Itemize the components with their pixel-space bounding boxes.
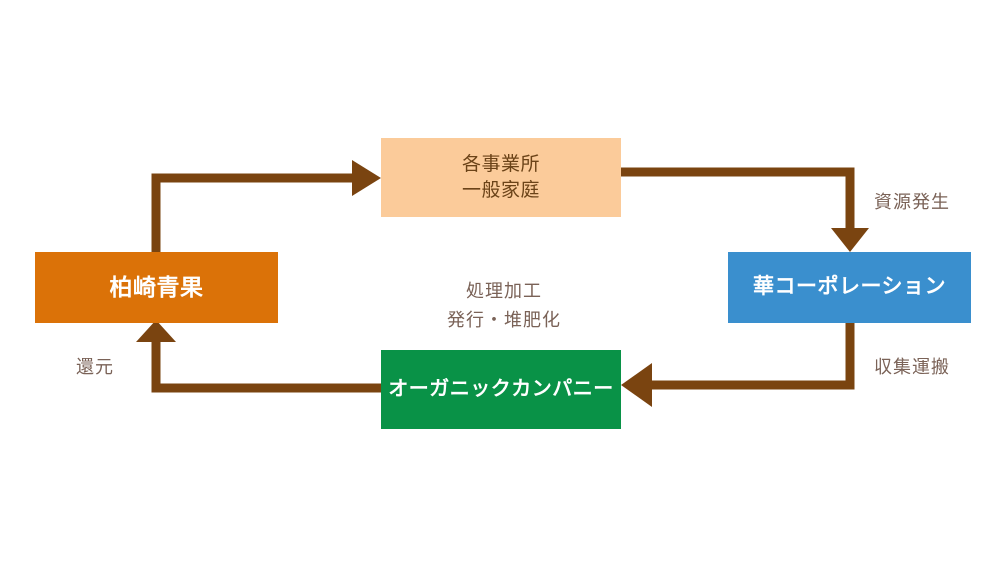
edge-label-process-line-2: 発行・堆肥化 [447, 309, 561, 330]
edge-label-collection-transport: 収集運搬 [874, 357, 950, 377]
node-businesses-label: 各事業所 一般家庭 [462, 152, 540, 203]
node-kashiwazaki-label: 柏崎青果 [109, 273, 204, 300]
arrow-organic-to-kashiwazaki [136, 320, 381, 393]
node-organic-company[interactable]: オーガニックカンパニー [381, 350, 621, 429]
arrow-hana-to-organic [621, 323, 855, 407]
edge-label-resource-generation: 資源発生 [874, 192, 950, 212]
node-kashiwazaki-seika[interactable]: 柏崎青果 [35, 252, 278, 323]
node-businesses[interactable]: 各事業所 一般家庭 [381, 138, 621, 217]
edge-label-return: 還元 [76, 357, 114, 377]
node-hana-corporation[interactable]: 華コーポレーション [728, 252, 971, 323]
node-organic-label: オーガニックカンパニー [388, 378, 614, 400]
arrow-kashiwazaki-to-businesses [151, 160, 381, 252]
node-hana-label: 華コーポレーション [752, 275, 947, 299]
node-businesses-line-2: 一般家庭 [461, 179, 540, 201]
arrow-businesses-to-hana [621, 167, 869, 252]
edge-label-process: 処理加工 発行・堆肥化 [424, 277, 584, 335]
node-businesses-line-1: 各事業所 [461, 153, 540, 175]
edge-label-process-line-1: 処理加工 [466, 281, 542, 301]
